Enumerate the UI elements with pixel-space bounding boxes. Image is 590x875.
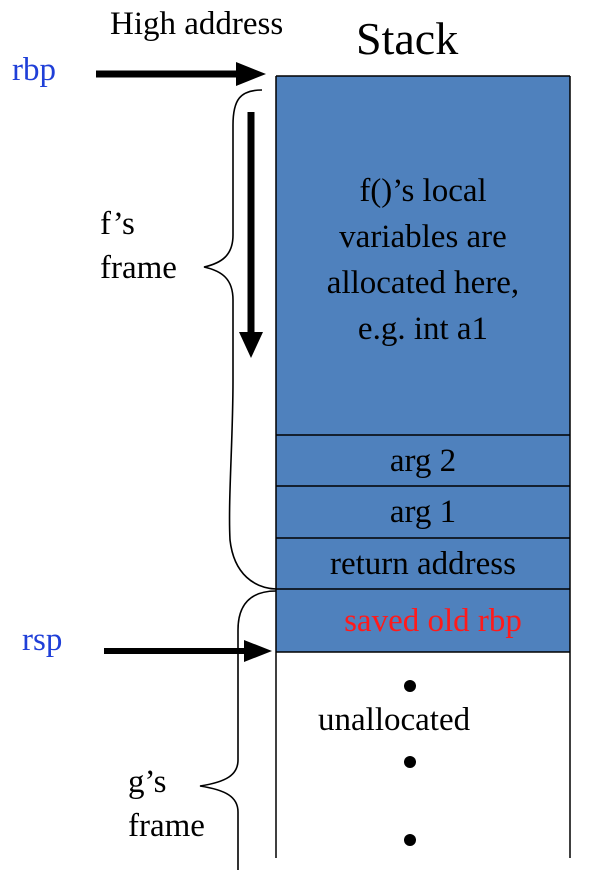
local-variables-line: allocated here, — [326, 265, 520, 301]
stack-title: Stack — [356, 13, 459, 64]
local-variables-text: f()’s local variables are allocated here… — [276, 168, 570, 352]
allocated-stack-region — [276, 76, 570, 652]
rbp-label: rbp — [12, 52, 56, 88]
saved-old-rbp-cell: saved old rbp — [344, 602, 522, 639]
ellipsis-dot-icon — [404, 680, 416, 692]
f-frame-label-line2: frame — [100, 250, 177, 286]
f-frame-brace-icon — [203, 89, 277, 590]
rbp-arrow-icon — [96, 62, 266, 86]
unallocated-label: unallocated — [318, 702, 471, 738]
stack-growth-arrow-icon — [239, 112, 263, 358]
local-variables-line: variables are — [339, 219, 507, 255]
local-variables-line: e.g. int a1 — [357, 311, 489, 347]
f-frame-label-line1: f’s — [100, 206, 135, 242]
g-frame-label-line2: frame — [128, 808, 205, 844]
return-address-cell: return address — [329, 545, 516, 582]
g-frame-label: g’s frame — [128, 760, 205, 848]
ellipsis-dot-icon — [404, 756, 416, 768]
g-frame-brace-icon — [199, 590, 277, 870]
local-variables-cell: f()’s local variables are allocated here… — [276, 76, 570, 435]
local-variables-line: f()’s local — [359, 173, 487, 209]
high-address-label: High address — [110, 6, 284, 42]
g-frame-label-line1: g’s — [128, 764, 167, 800]
f-frame-label: f’s frame — [100, 202, 177, 290]
rsp-label: rsp — [22, 622, 63, 658]
ellipsis-dot-icon — [404, 834, 416, 846]
rsp-arrow-icon — [104, 640, 272, 662]
arg1-cell: arg 1 — [389, 494, 457, 530]
arg2-cell: arg 2 — [389, 442, 457, 479]
